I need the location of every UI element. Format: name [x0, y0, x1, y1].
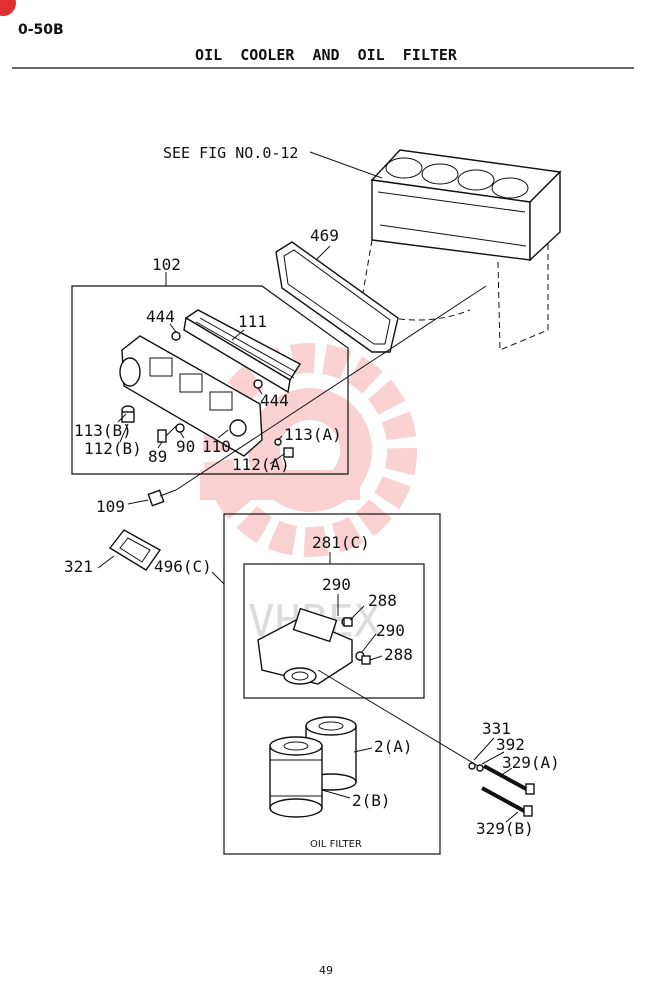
washer-331	[468, 762, 476, 770]
callout-111: 111	[238, 312, 267, 331]
assembly-line-109	[175, 285, 487, 491]
oring-113a	[274, 438, 282, 446]
callout-89: 89	[148, 447, 167, 466]
see-fig-note: SEE FIG NO.0-12	[163, 144, 298, 162]
oring-444-top	[171, 331, 181, 341]
page-code: 0-50B	[18, 22, 64, 38]
box-102	[71, 285, 349, 475]
filter-caption: OIL FILTER	[310, 839, 362, 850]
callout-112a: 112(A)	[232, 455, 290, 474]
callout-290-mid: 290	[376, 621, 405, 640]
bolt-329a	[483, 764, 535, 795]
callout-288-top: 288	[368, 591, 397, 610]
gasket-469	[275, 241, 399, 353]
callout-329b: 329(B)	[476, 819, 534, 838]
leader-469	[315, 245, 331, 261]
callout-110: 110	[202, 437, 231, 456]
leader-see-fig	[309, 151, 383, 179]
filter-head	[257, 607, 371, 685]
callout-329a: 329(A)	[502, 753, 560, 772]
callout-469: 469	[310, 226, 339, 245]
callout-90: 90	[176, 437, 195, 456]
box-496c	[223, 513, 441, 855]
washer-90	[175, 423, 185, 433]
callout-288-mid: 288	[384, 645, 413, 664]
callout-109: 109	[96, 497, 125, 516]
page-title: OIL COOLER AND OIL FILTER	[195, 46, 457, 64]
callout-2a: 2(A)	[374, 737, 413, 756]
washer-392	[476, 764, 484, 772]
cooler-element-111	[183, 309, 301, 394]
box-281c	[243, 563, 425, 699]
bolt-329b	[481, 786, 533, 817]
plug-112b	[121, 405, 135, 423]
callout-113b: 113(B)	[74, 421, 132, 440]
callout-496c: 496(C)	[154, 557, 212, 576]
bolt-109	[147, 489, 177, 507]
assembly-line-329	[317, 669, 479, 767]
watermark-logo	[200, 343, 417, 557]
callout-392: 392	[496, 735, 525, 754]
callout-2b: 2(B)	[352, 791, 391, 810]
callout-290-top: 290	[322, 575, 351, 594]
callout-112b: 112(B)	[84, 439, 142, 458]
bolt-89	[157, 425, 177, 443]
callout-113a: 113(A)	[284, 425, 342, 444]
cooler-housing-110	[119, 335, 263, 457]
engine-block	[359, 149, 562, 351]
callout-444-top: 444	[146, 307, 175, 326]
callout-281c: 281(C)	[312, 533, 370, 552]
callout-321: 321	[64, 557, 93, 576]
plug-112a	[283, 447, 294, 458]
page-number: 49	[319, 964, 333, 977]
callout-444-right: 444	[260, 391, 289, 410]
gasket-321	[108, 529, 162, 571]
callout-331: 331	[482, 719, 511, 738]
callout-102: 102	[152, 255, 181, 274]
oil-filter-2b	[269, 736, 323, 818]
oring-444-right	[253, 379, 263, 389]
corner-badge	[0, 0, 16, 16]
